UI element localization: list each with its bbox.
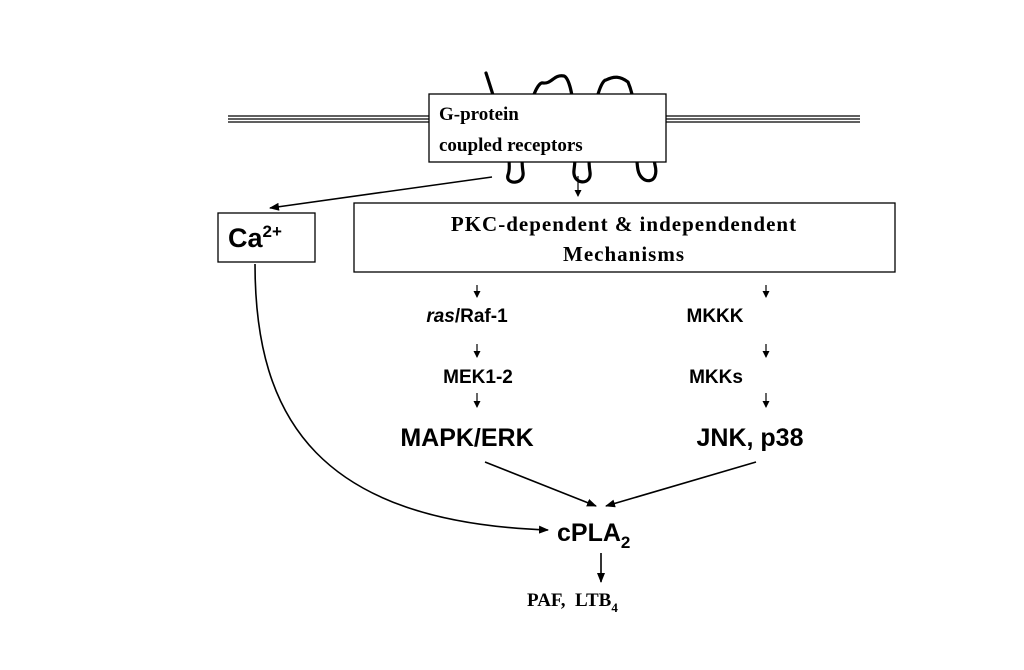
arrow-receptor-to-calcium <box>269 176 493 211</box>
calcium-label: Ca2+ <box>228 222 282 253</box>
receptor-box <box>428 93 667 163</box>
receptor-label-line2: coupled receptors <box>439 135 583 156</box>
mapk-erk-label: MAPK/ERK <box>400 424 533 452</box>
pkc-label-line2: Mechanisms <box>563 242 685 266</box>
receptor-label-line1: G-protein <box>439 104 519 125</box>
cpla2-base: cPLA <box>557 519 621 547</box>
arrow-jnk-to-cpla2 <box>605 461 757 508</box>
mkks-label: MKKs <box>689 367 743 388</box>
mek-label: MEK1-2 <box>443 367 513 388</box>
products-label: PAF, LTB4 <box>527 590 618 615</box>
raf-label: /Raf-1 <box>455 306 508 327</box>
calcium-base: Ca <box>228 223 263 253</box>
calcium-box <box>217 212 316 263</box>
mkkk-label: MKKK <box>687 306 744 327</box>
pkc-label-line1: PKC-dependent & independendent <box>451 212 797 236</box>
products-text: PAF, LTB <box>527 590 612 611</box>
gpcr-transmembrane-helix <box>484 71 658 184</box>
pkc-mechanisms-box <box>353 202 896 273</box>
jnk-p38-label: JNK, p38 <box>697 424 804 452</box>
ras-italic: ras <box>426 306 455 327</box>
cpla2-label: cPLA2 <box>557 519 630 552</box>
ras-raf-label: ras/Raf-1 <box>426 306 508 327</box>
cpla2-subscript: 2 <box>621 533 630 552</box>
calcium-superscript: 2+ <box>263 222 282 241</box>
products-subscript: 4 <box>611 600 618 615</box>
arrow-calcium-to-cpla2 <box>254 263 549 534</box>
arrow-mapk-to-cpla2 <box>484 461 597 507</box>
